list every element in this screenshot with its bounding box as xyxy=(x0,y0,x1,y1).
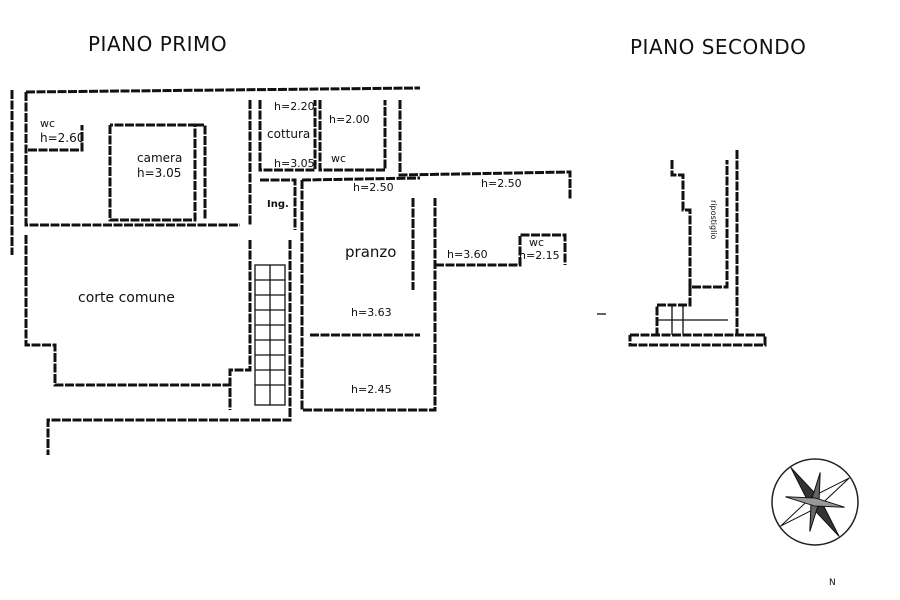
compass-rose-icon xyxy=(771,458,859,546)
room-height: h=2.45 xyxy=(351,383,392,396)
second-floor-walls xyxy=(597,150,767,347)
room-height: h=2.60 xyxy=(40,131,84,145)
first-floor-title: PIANO PRIMO xyxy=(88,32,228,56)
room-label: ripostiglio xyxy=(709,200,718,240)
room-label: Ing. xyxy=(267,199,289,210)
room-label: wc xyxy=(40,117,55,130)
room-height: h=3.05 xyxy=(274,157,315,170)
room-height: h=3.05 xyxy=(137,166,181,180)
stairs xyxy=(254,264,286,406)
room-height: h=2.20 xyxy=(274,100,315,113)
room-height: h=3.63 xyxy=(351,306,392,319)
room-label: cottura xyxy=(267,127,310,141)
room-height: h=2.50 xyxy=(353,181,394,194)
room-label: camera xyxy=(137,151,182,165)
room-height: h=2.50 xyxy=(481,177,522,190)
first-floor-walls xyxy=(10,86,572,455)
room-height: h=2.00 xyxy=(329,113,370,126)
room-label: wc xyxy=(529,236,544,249)
room-label: wc xyxy=(331,152,346,165)
room-height: h=2.15 xyxy=(519,249,560,262)
room-height: h=3.60 xyxy=(447,248,488,261)
room-label: pranzo xyxy=(345,243,396,261)
compass-north-label: N xyxy=(829,578,836,588)
room-label: corte comune xyxy=(78,290,175,306)
second-floor-title: PIANO SECONDO xyxy=(630,35,807,59)
